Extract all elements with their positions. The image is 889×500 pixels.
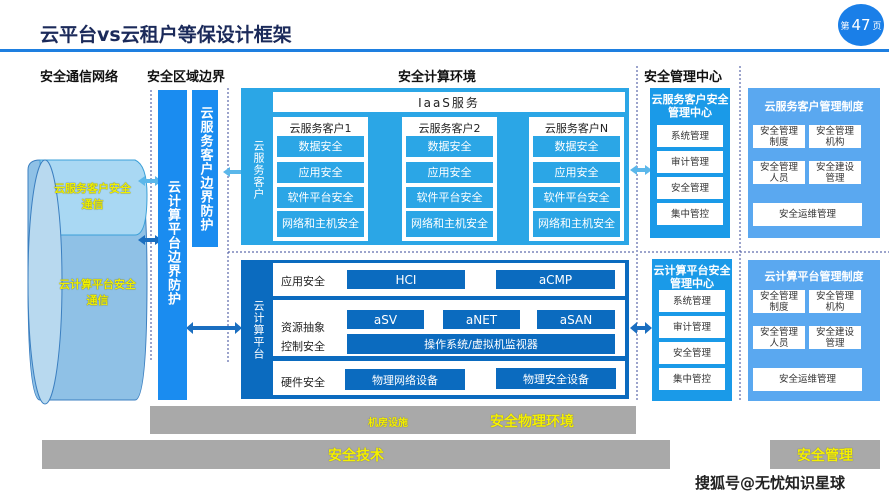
policy-item: 安全管理制度 (753, 125, 805, 148)
physical-env-bar: 机房设施 安全物理环境 (150, 406, 636, 434)
page-prefix: 第 (840, 21, 850, 32)
item-hci: HCI (347, 270, 465, 289)
ops-item: 安全运维管理 (753, 203, 862, 226)
platform-mgmt-center-title: 云计算平台安全管理中心 (653, 264, 731, 290)
policy-item: 安全管理人员 (753, 161, 805, 184)
row-label: 应用安全 (281, 275, 325, 288)
physical-env-label: 安全物理环境 (490, 414, 574, 430)
center-item: 集中管控 (657, 203, 723, 225)
client-item: 软件平台安全 (406, 187, 493, 208)
security-tech-bar: 安全技术 (42, 440, 670, 469)
client-item: 软件平台安全 (533, 187, 620, 208)
client-item: 网络和主机安全 (277, 211, 364, 237)
client-item: 数据安全 (277, 136, 364, 157)
item-hypervisor: 操作系统/虚拟机监视器 (347, 334, 615, 354)
center-item: 系统管理 (657, 125, 723, 147)
item-acmp: aCMP (496, 270, 615, 289)
page-title: 云平台vs云租户等保设计框架 (40, 24, 292, 46)
col-header-compute: 安全计算环境 (398, 70, 477, 85)
item-anet: aNET (443, 310, 520, 329)
row-label: 资源抽象 (281, 321, 325, 334)
network-client-label: 云服务客户安全通信 (54, 182, 131, 211)
client-name: 云服务客户1 (289, 122, 352, 135)
center-item: 审计管理 (657, 151, 723, 173)
client-item: 应用安全 (406, 162, 493, 183)
policy-item: 安全建设管理 (809, 161, 861, 184)
security-mgmt-bar: 安全管理 (770, 440, 880, 469)
title-divider (0, 49, 889, 52)
col-header-network: 安全通信网络 (40, 70, 119, 85)
center-item: 安全管理 (659, 342, 725, 364)
row-label: 控制安全 (281, 340, 325, 353)
iaas-bar: IaaS服务 (273, 92, 625, 112)
col-header-boundary: 安全区域边界 (147, 70, 226, 85)
col-header-mgmt: 安全管理中心 (644, 70, 723, 85)
center-item: 系统管理 (659, 290, 725, 312)
row-label: 硬件安全 (281, 376, 325, 389)
client-policy-box-title: 云服务客户管理制度 (764, 100, 864, 113)
ops-item: 安全运维管理 (753, 368, 862, 391)
item-physical-security: 物理安全设备 (496, 368, 616, 389)
client-item: 网络和主机安全 (406, 211, 493, 237)
policy-item: 安全建设管理 (809, 326, 861, 349)
facility-label: 机房设施 (368, 418, 408, 429)
client-item: 数据安全 (406, 136, 493, 157)
watermark: 搜狐号@无忧知识星球 (695, 474, 846, 492)
client-item: 数据安全 (533, 136, 620, 157)
platform-boundary-bar: 云计算平台边界防护 (158, 90, 187, 400)
item-asv: aSV (347, 310, 424, 329)
policy-item: 安全管理机构 (809, 125, 861, 148)
center-item: 集中管控 (659, 368, 725, 390)
center-item: 审计管理 (659, 316, 725, 338)
client-item: 应用安全 (277, 162, 364, 183)
client-env-label: 云服务客户 (252, 140, 265, 200)
page-number: 47 (851, 16, 871, 34)
client-item: 应用安全 (533, 162, 620, 183)
policy-item: 安全管理机构 (809, 290, 861, 313)
client-name: 云服务客户2 (418, 122, 481, 135)
policy-item: 安全管理制度 (753, 290, 805, 313)
item-asan: aSAN (537, 310, 615, 329)
platform-policy-box-title: 云计算平台管理制度 (764, 270, 864, 283)
client-mgmt-center-title: 云服务客户安全管理中心 (651, 93, 729, 119)
network-platform-label: 云计算平台安全通信 (59, 278, 136, 307)
client-item: 软件平台安全 (277, 187, 364, 208)
client-item: 网络和主机安全 (533, 211, 620, 237)
client-boundary-bar: 云服务客户边界防护 (192, 90, 218, 247)
client-name: 云服务客户N (544, 122, 609, 135)
page-suffix: 页 (872, 21, 882, 32)
item-physical-network: 物理网络设备 (345, 369, 465, 390)
center-item: 安全管理 (657, 177, 723, 199)
policy-item: 安全管理人员 (753, 326, 805, 349)
platform-env-label: 云计算平台 (252, 300, 265, 360)
